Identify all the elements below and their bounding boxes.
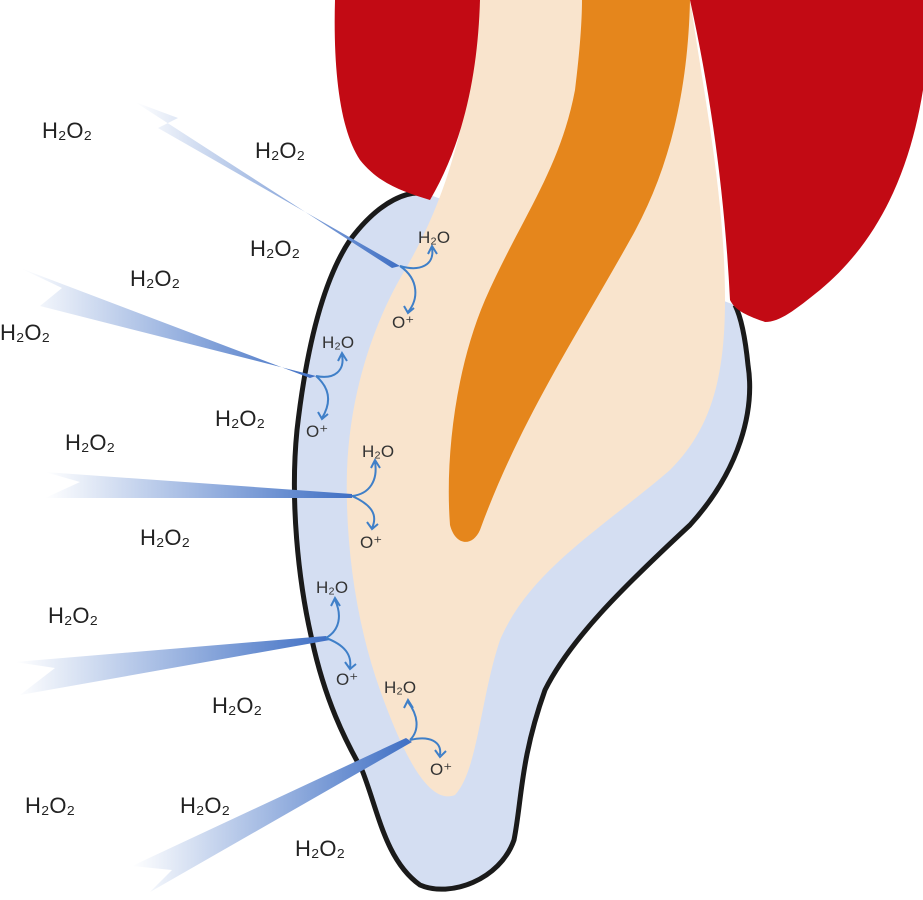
peroxide-label: H₂O₂ [0,320,50,345]
pulp [448,0,690,542]
water-label: H₂O [316,578,348,597]
peroxide-label: H₂O₂ [130,266,180,291]
peroxide-label: H₂O₂ [250,236,300,261]
water-label: H₂O [362,442,394,461]
arrow-icon [409,737,447,759]
arrow-icon [315,350,348,378]
arrow-icon [351,457,381,497]
arrow-icon [315,375,329,421]
peroxide-label: H₂O₂ [255,138,305,163]
reaction-labels: H₂O O⁺ H₂O O⁺ H₂O O⁺ H₂O O⁺ H₂O O⁺ [306,228,452,779]
light-beam [45,472,352,498]
light-beam [132,738,412,892]
peroxide-label: H₂O₂ [65,430,115,455]
arrow-icon [399,265,417,315]
arrow-icon [399,243,438,270]
gum-right [690,0,923,322]
oxygen-ion-label: O⁺ [360,533,382,552]
arrow-icon [325,637,357,671]
peroxide-label: H₂O₂ [180,793,230,818]
reaction-arrows [315,243,447,759]
oxygen-ion-label: O⁺ [336,670,358,689]
oxygen-ion-label: O⁺ [306,422,328,441]
water-label: H₂O [384,678,416,697]
gum-left [334,0,480,200]
peroxide-labels: H₂O₂ H₂O₂ H₂O₂ H₂O₂ H₂O₂ H₂O₂ H₂O₂ H₂O₂ … [0,118,345,861]
peroxide-label: H₂O₂ [215,406,265,431]
arrow-icon [403,697,418,741]
light-beam [15,636,330,695]
peroxide-label: H₂O₂ [295,836,345,861]
arrow-icon [351,495,379,531]
peroxide-label: H₂O₂ [140,525,190,550]
oxygen-ion-label: O⁺ [430,760,452,779]
peroxide-label: H₂O₂ [42,118,92,143]
arrow-icon [325,595,341,639]
water-label: H₂O [418,228,450,247]
peroxide-label: H₂O₂ [48,603,98,628]
peroxide-label: H₂O₂ [25,793,75,818]
oxygen-ion-label: O⁺ [392,313,414,332]
light-beam [135,102,400,268]
peroxide-label: H₂O₂ [212,693,262,718]
water-label: H₂O [322,333,354,352]
